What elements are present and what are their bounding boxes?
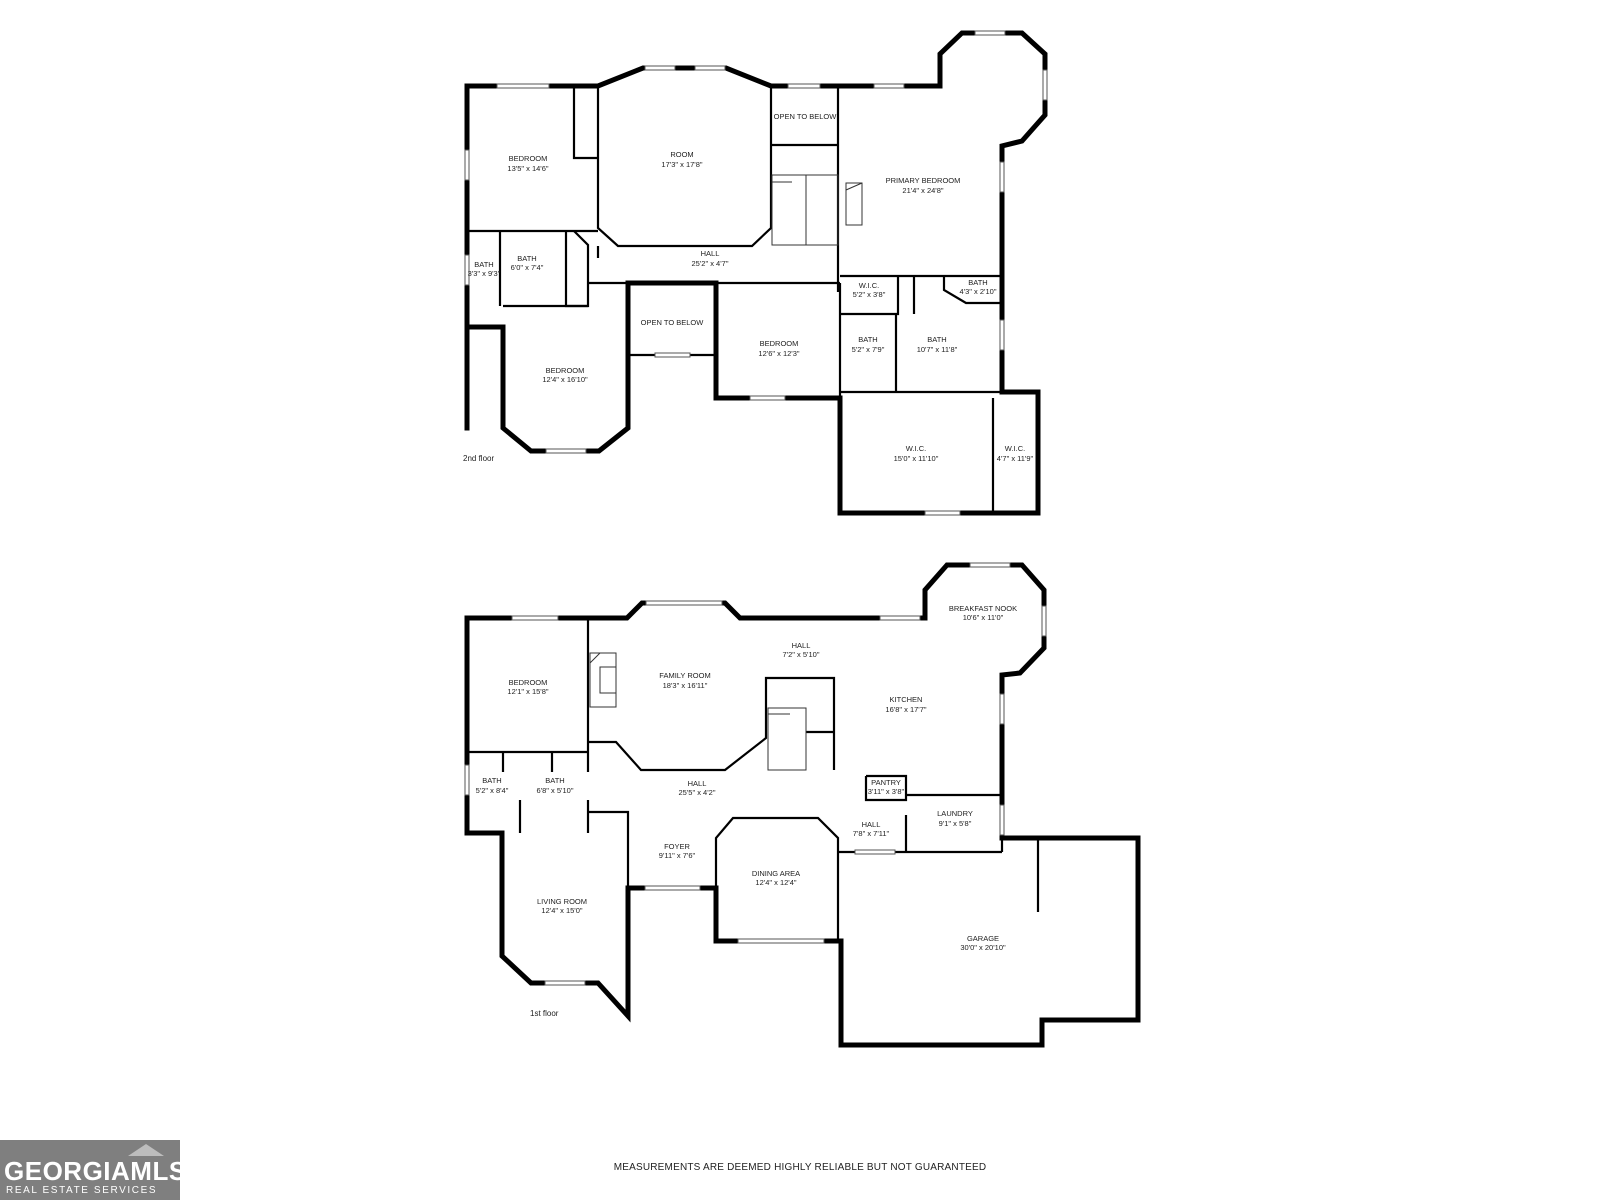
room-label-bath-d: BATH [858,335,877,344]
first-floor-outer-wall [464,562,1141,1048]
room-dim-breakfast-nook: 10'6" x 11'0" [963,613,1004,622]
first-floor-windows [464,562,1047,986]
room-label-bath-b: BATH [517,254,536,263]
room-label-family-room: FAMILY ROOM [659,671,710,680]
first-floor-plan: BREAKFAST NOOK 10'6" x 11'0" HALL 7'2" x… [464,562,1141,1048]
room-label-kitchen: KITCHEN [890,695,923,704]
room-label-wic-narrow: W.I.C. [1005,444,1025,453]
room-label-garage: GARAGE [967,934,999,943]
roof-icon [128,1144,164,1156]
room-label-hall: HALL [701,249,720,258]
room-label-hall-top: HALL [792,641,811,650]
room-dim-pantry: 3'11" x 3'8" [868,787,905,796]
room-dim-bath-first-b: 6'8" x 5'10" [537,786,574,795]
room-label-hall-small: HALL [862,820,881,829]
second-floor-windows [464,30,1048,516]
room-dim-kitchen: 16'8" x 17'7" [885,705,926,714]
room-dim-garage: 30'0" x 20'10" [960,943,1006,952]
room-label-bedroom-first: BEDROOM [509,678,548,687]
room-label-bath-c: BATH [968,278,987,287]
room-dim-hall-small: 7'8" x 7'11" [853,829,890,838]
room-label-pantry: PANTRY [871,778,901,787]
room-dim-bedroom-nw: 13'5" x 14'6" [507,164,548,173]
room-dim-hall: 25'2" x 4'7" [692,259,729,268]
measurement-disclaimer: MEASUREMENTS ARE DEEMED HIGHLY RELIABLE … [613,1162,987,1173]
room-dim-hall-main: 25'5" x 4'2" [679,788,716,797]
room-dim-foyer: 9'11" x 7'6" [659,851,696,860]
room-label-dining-area: DINING AREA [752,869,800,878]
first-floor-stairs [767,707,807,771]
room-dim-family-room: 18'3" x 16'11" [663,681,708,690]
room-label-primary-bedroom: PRIMARY BEDROOM [886,176,961,185]
second-floor-outer-wall [464,30,1048,516]
room-label-bath-first-a: BATH [482,776,501,785]
room-dim-laundry: 9'1" x 5'8" [939,819,972,828]
floor-label-first: 1st floor [530,1009,559,1018]
room-dim-bath-c: 4'3" x 2'10" [960,287,997,296]
logo-sub-text: REAL ESTATE SERVICES [6,1185,158,1196]
room-label-room: ROOM [670,150,693,159]
room-dim-bedroom-first: 12'1" x 15'8" [507,687,548,696]
room-dim-wic-narrow: 4'7" x 11'9" [997,454,1034,463]
room-label-wic-large: W.I.C. [906,444,926,453]
room-label-open-to-below-top: OPEN TO BELOW [774,112,838,121]
room-label-bath-e: BATH [927,335,946,344]
room-label-open-to-below-mid: OPEN TO BELOW [641,318,705,327]
georgia-mls-logo: GEORGIAMLS REAL ESTATE SERVICES [0,1140,186,1200]
room-dim-dining-area: 12'4" x 12'4" [755,878,796,887]
room-label-laundry: LAUNDRY [937,809,973,818]
room-label-breakfast-nook: BREAKFAST NOOK [949,604,1017,613]
room-label-bedroom-mid: BEDROOM [760,339,799,348]
floor-label-second: 2nd floor [463,454,494,463]
room-label-hall-main: HALL [688,779,707,788]
room-dim-wic-small: 5'2" x 3'8" [853,290,886,299]
room-label-living-room: LIVING ROOM [537,897,587,906]
room-dim-primary-bedroom: 21'4" x 24'8" [902,186,943,195]
room-dim-living-room: 12'4" x 15'0" [541,906,582,915]
room-label-wic-small: W.I.C. [859,281,879,290]
second-floor-stairs [771,174,839,246]
room-label-bath-first-b: BATH [545,776,564,785]
room-label-bedroom-nw: BEDROOM [509,154,548,163]
logo-main-text: GEORGIAMLS [4,1156,187,1186]
room-dim-bath-b: 6'0" x 7'4" [511,263,544,272]
room-dim-wic-large: 15'0" x 11'10" [894,454,939,463]
room-label-bedroom-sw: BEDROOM [546,366,585,375]
room-dim-bedroom-sw: 12'4" x 16'10" [542,375,588,384]
room-dim-bath-a: 3'3" x 9'3" [468,269,501,278]
room-dim-hall-top: 7'2" x 5'10" [783,650,820,659]
room-dim-bath-first-a: 5'2" x 8'4" [476,786,509,795]
room-dim-bath-d: 5'2" x 7'9" [852,345,885,354]
room-label-bath-a: BATH [474,260,493,269]
second-floor-plan: BEDROOM 13'5" x 14'6" ROOM 17'3" x 17'8"… [463,30,1048,516]
room-label-foyer: FOYER [664,842,690,851]
room-dim-bath-e: 10'7" x 11'8" [917,345,958,354]
room-dim-room: 17'3" x 17'8" [661,160,702,169]
room-dim-bedroom-mid: 12'6" x 12'3" [758,349,799,358]
